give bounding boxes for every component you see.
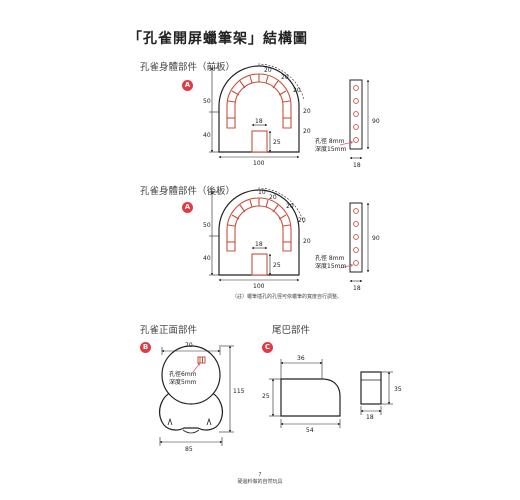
dim-arch-segment-3: 20 <box>293 87 301 94</box>
dim-arch-segment-5: 20 <box>303 128 311 135</box>
dim-arch-segment-3: 20 <box>286 203 294 210</box>
dim-peacock-base-width: 85 <box>185 446 193 453</box>
dim-base-width: 100 <box>253 283 265 290</box>
back-side-view: 90 18 孔徑 8mm 深度15mm <box>315 202 380 292</box>
section-heading-tail: 尾巴部件 <box>272 325 311 336</box>
dim-tail-side-height: 35 <box>394 386 402 393</box>
tail-side-outline <box>280 378 341 417</box>
dim-tail-side-width: 18 <box>366 414 374 421</box>
dim-arch-segment-5: 20 <box>303 238 311 245</box>
front-board-drawing: 50 40 18 25 100 20 20 20 20 20 <box>203 63 311 167</box>
dim-tail-length: 54 <box>306 427 314 434</box>
dim-arch-segment-2: 20 <box>281 74 289 81</box>
dim-tail-top-width: 36 <box>297 355 305 362</box>
front-board-brick-arch <box>226 73 292 129</box>
dim-arch-segment-1: 10 <box>258 189 266 196</box>
tail-end-view: 35 18 <box>360 371 402 421</box>
back-board-brick-arch <box>226 197 292 252</box>
peacock-body-outline <box>159 391 223 431</box>
badge-c: C <box>262 342 273 353</box>
section-heading-peacock-front: 孔雀正面部件 <box>140 325 198 336</box>
dim-side-width: 18 <box>353 162 361 169</box>
front-board-door <box>251 130 268 153</box>
tail-drawing: 36 25 54 <box>262 355 341 434</box>
badge-a-front: A <box>182 80 193 91</box>
section-heading-back-board: 孔雀身體部件（後板） <box>140 186 236 197</box>
hole-depth-label: 深度15mm <box>315 145 346 153</box>
dim-arch-segment-4: 20 <box>298 217 306 224</box>
dim-arch-segment-2: 20 <box>269 194 277 201</box>
page-footer: 7 硬邊料做的自然玩具 <box>0 472 520 486</box>
dim-door-height: 25 <box>273 262 281 269</box>
back-board-door <box>251 253 268 276</box>
dim-tail-height: 25 <box>262 393 270 400</box>
dim-arch-segment-1: 20 <box>264 67 272 74</box>
section-heading-front-board: 孔雀身體部件（前板） <box>140 62 236 73</box>
hole-depth-label: 深度15mm <box>315 262 346 270</box>
page-number: 7 <box>258 472 262 478</box>
dim-side-width: 18 <box>353 285 361 292</box>
hole-diameter-label: 孔徑 8mm <box>315 137 345 145</box>
peacock-front-drawing: 70 115 85 孔徑6mm 深度5mm <box>159 342 245 453</box>
dim-lower-height: 40 <box>203 255 211 262</box>
dim-door-height: 25 <box>273 139 281 146</box>
dim-upper-height: 50 <box>203 98 211 105</box>
peacock-hole-diameter: 孔徑6mm <box>169 370 197 378</box>
adjustment-note: （註）蠟筆插孔的孔徑可依蠟筆的寬度自行調整。 <box>232 294 343 300</box>
dim-upper-height: 50 <box>203 222 211 229</box>
front-side-view: 90 18 孔徑 8mm 深度15mm <box>315 79 380 169</box>
dim-peacock-width: 70 <box>185 342 193 349</box>
dim-side-height: 90 <box>372 118 380 125</box>
dim-door-width: 18 <box>255 241 263 248</box>
dim-door-width: 18 <box>255 118 263 125</box>
dim-side-height: 90 <box>372 235 380 242</box>
back-board-drawing: 50 40 18 25 100 10 20 20 20 20 <box>203 187 311 290</box>
badge-b: B <box>140 342 151 353</box>
hole-diameter-label: 孔徑 8mm <box>315 254 345 262</box>
dim-arch-segment-4: 20 <box>303 108 311 115</box>
footer-caption: 硬邊料做的自然玩具 <box>237 479 283 485</box>
page-title: 「孔雀開屏蠟筆架」結構圖 <box>128 31 308 47</box>
dim-base-width: 100 <box>253 160 265 167</box>
dim-peacock-height: 115 <box>233 388 245 395</box>
peacock-hole-depth: 深度5mm <box>169 378 197 386</box>
dim-lower-height: 40 <box>203 132 211 139</box>
badge-a-back: A <box>182 202 193 213</box>
